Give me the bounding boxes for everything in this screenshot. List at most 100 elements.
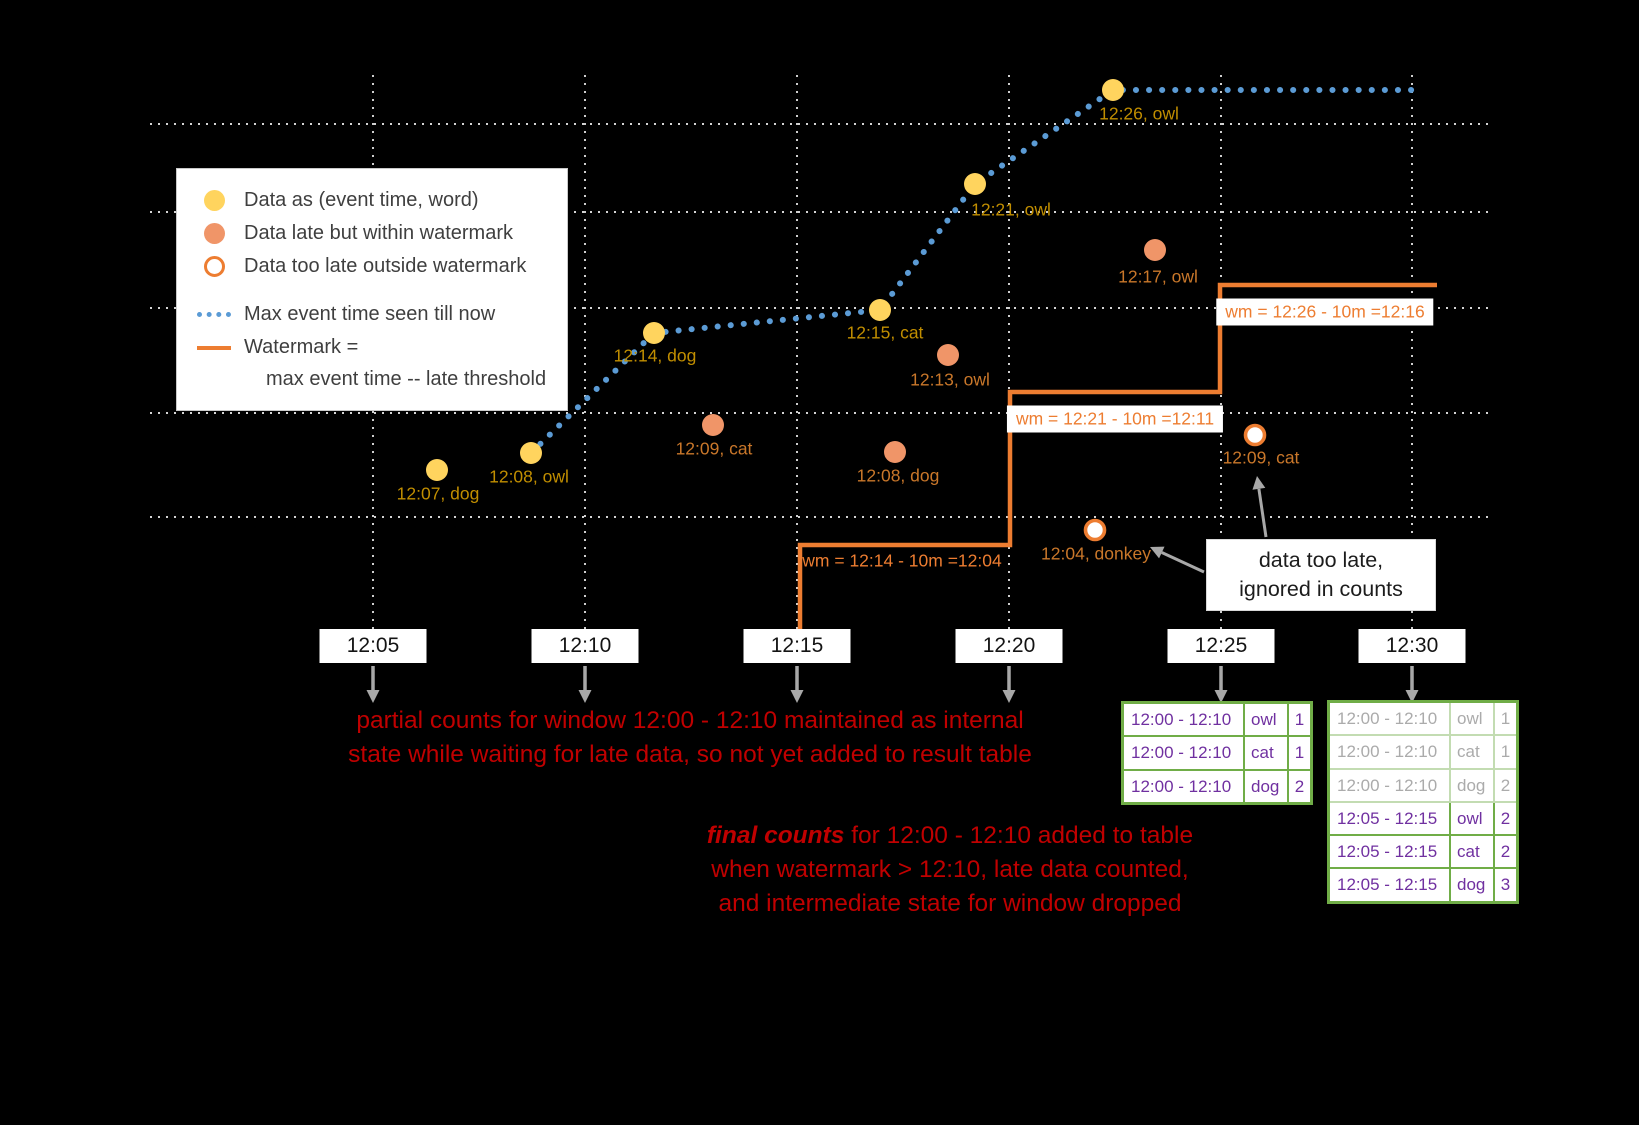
data-point-late xyxy=(937,344,959,366)
point-label: 12:07, dog xyxy=(396,483,480,504)
axis-arrow-head xyxy=(1214,690,1228,703)
data-point-on-time xyxy=(1102,79,1124,101)
note-line-rest: for 12:00 - 12:10 added to table xyxy=(844,822,1194,849)
axis-arrow-head xyxy=(1002,690,1016,703)
point-label: 12:14, dog xyxy=(613,345,697,366)
legend-item-max-event-line: Max event time seen till now xyxy=(197,298,557,331)
cell-window: 12:00 - 12:10 xyxy=(1121,768,1245,805)
too-late-arrow xyxy=(1161,551,1205,574)
time-axis-label-1225: 12:25 xyxy=(1167,629,1275,663)
cell-word: owl xyxy=(1243,701,1289,738)
point-label: 12:26, owl xyxy=(1099,103,1179,124)
cell-window: 12:00 - 12:10 xyxy=(1327,767,1451,803)
late-dot-icon xyxy=(197,223,231,244)
point-label: 12:08, owl xyxy=(489,466,569,487)
point-label: 12:04, donkey xyxy=(1041,543,1151,564)
note-line: and intermediate state for window droppe… xyxy=(718,890,1182,917)
watermark-label: wm = 12:26 - 10m =12:16 xyxy=(1216,298,1434,326)
point-label: 12:15, cat xyxy=(846,322,924,343)
data-point-on-time xyxy=(643,322,665,344)
legend-label: max event time -- late threshold xyxy=(266,367,547,390)
watermark-label: wm = 12:21 - 10m =12:11 xyxy=(1006,405,1224,433)
data-point-on-time xyxy=(964,173,986,195)
too-late-callout: data too late, ignored in counts xyxy=(1206,539,1436,611)
cell-word: dog xyxy=(1449,867,1495,903)
point-label: 12:08, dog xyxy=(856,465,940,486)
point-label: 12:09, cat xyxy=(675,438,753,459)
cell-word: dog xyxy=(1449,767,1495,803)
cell-count: 3 xyxy=(1493,867,1519,903)
legend-item-watermark-line: Watermark = xyxy=(197,331,557,364)
final-counts-note: final counts for 12:00 - 12:10 added to … xyxy=(707,819,1193,921)
cell-window: 12:05 - 12:15 xyxy=(1327,867,1451,903)
on-time-dot-icon xyxy=(197,190,231,211)
cell-word: cat xyxy=(1449,833,1495,870)
cell-window: 12:00 - 12:10 xyxy=(1121,701,1245,738)
final-counts-emphasis: final counts xyxy=(706,822,845,849)
legend-label: Data as (event time, word) xyxy=(244,189,479,211)
watermark-line-icon xyxy=(197,345,231,350)
time-axis-label-1210: 12:10 xyxy=(531,629,639,663)
cell-word: owl xyxy=(1449,800,1495,837)
point-label: 12:17, owl xyxy=(1118,266,1198,287)
time-axis-label-1215: 12:15 xyxy=(743,629,851,663)
data-point-too-late xyxy=(1243,423,1267,447)
data-point-on-time xyxy=(869,299,891,321)
axis-arrow-head xyxy=(790,690,804,703)
data-point-on-time xyxy=(426,459,448,481)
legend-label: Max event time seen till now xyxy=(244,303,496,325)
data-point-late xyxy=(1144,239,1166,261)
callout-line: data too late, xyxy=(1258,548,1384,572)
time-axis-label-1230: 12:30 xyxy=(1358,629,1466,663)
data-point-late xyxy=(702,414,724,436)
too-late-arrow-head xyxy=(1252,476,1266,490)
legend-item-too-late: Data too late outside watermark xyxy=(197,250,557,283)
cell-count: 1 xyxy=(1287,735,1313,771)
axis-arrow-head xyxy=(578,690,592,703)
note-line: state while waiting for late data, so no… xyxy=(348,741,1032,768)
note-line: final counts for 12:00 - 12:10 added to … xyxy=(707,819,1193,853)
cell-count: 2 xyxy=(1493,767,1519,803)
legend-watermark-definition: max event time -- late threshold xyxy=(197,364,557,394)
watermark-line xyxy=(797,282,1437,631)
time-axis-label-1205: 12:05 xyxy=(319,629,427,663)
too-late-arrow-head xyxy=(1150,546,1165,559)
data-point-late xyxy=(884,441,906,463)
point-label: 12:21, owl xyxy=(971,199,1051,220)
data-point-too-late xyxy=(1083,518,1107,542)
cell-word: dog xyxy=(1243,768,1289,805)
note-line: when watermark > 12:10, late data counte… xyxy=(711,856,1189,883)
watermark-label: wm = 12:14 - 10m =12:04 xyxy=(802,550,1002,571)
callout-line: ignored in counts xyxy=(1239,577,1403,601)
too-late-arrow xyxy=(1257,488,1268,538)
cell-window: 12:00 - 12:10 xyxy=(1121,735,1245,771)
max-event-line-icon xyxy=(197,312,231,317)
axis-arrow-head xyxy=(366,690,380,703)
cell-word: owl xyxy=(1449,700,1495,737)
cell-count: 1 xyxy=(1287,701,1313,738)
too-late-dot-icon xyxy=(197,256,231,277)
cell-count: 1 xyxy=(1493,734,1519,770)
cell-window: 12:00 - 12:10 xyxy=(1327,700,1451,737)
legend-item-on-time: Data as (event time, word) xyxy=(197,184,557,217)
legend-label: Data too late outside watermark xyxy=(244,255,527,277)
cell-window: 12:05 - 12:15 xyxy=(1327,833,1451,870)
legend-label: Watermark = xyxy=(244,336,359,358)
cell-count: 1 xyxy=(1493,700,1519,737)
legend-label: Data late but within watermark xyxy=(244,222,514,244)
max-event-time-line xyxy=(528,87,1423,456)
cell-count: 2 xyxy=(1493,800,1519,837)
cell-count: 2 xyxy=(1287,768,1313,805)
